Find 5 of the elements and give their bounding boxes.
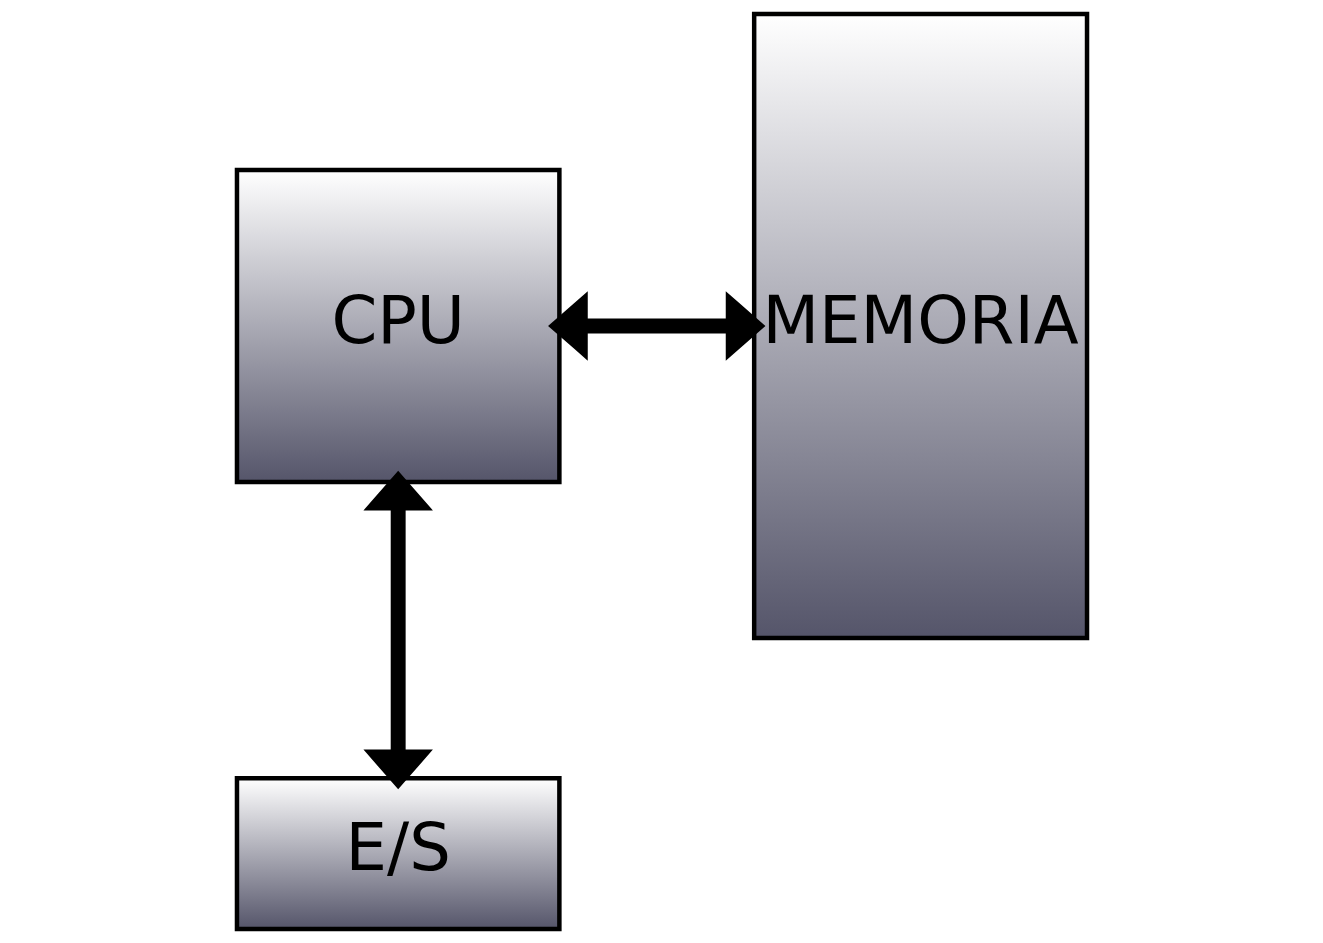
node-box: CPU [234,167,562,485]
arrow [547,291,765,361]
node-box: E/S [234,776,562,932]
node-box: MEMORIA [751,11,1089,641]
arrow [362,470,433,790]
